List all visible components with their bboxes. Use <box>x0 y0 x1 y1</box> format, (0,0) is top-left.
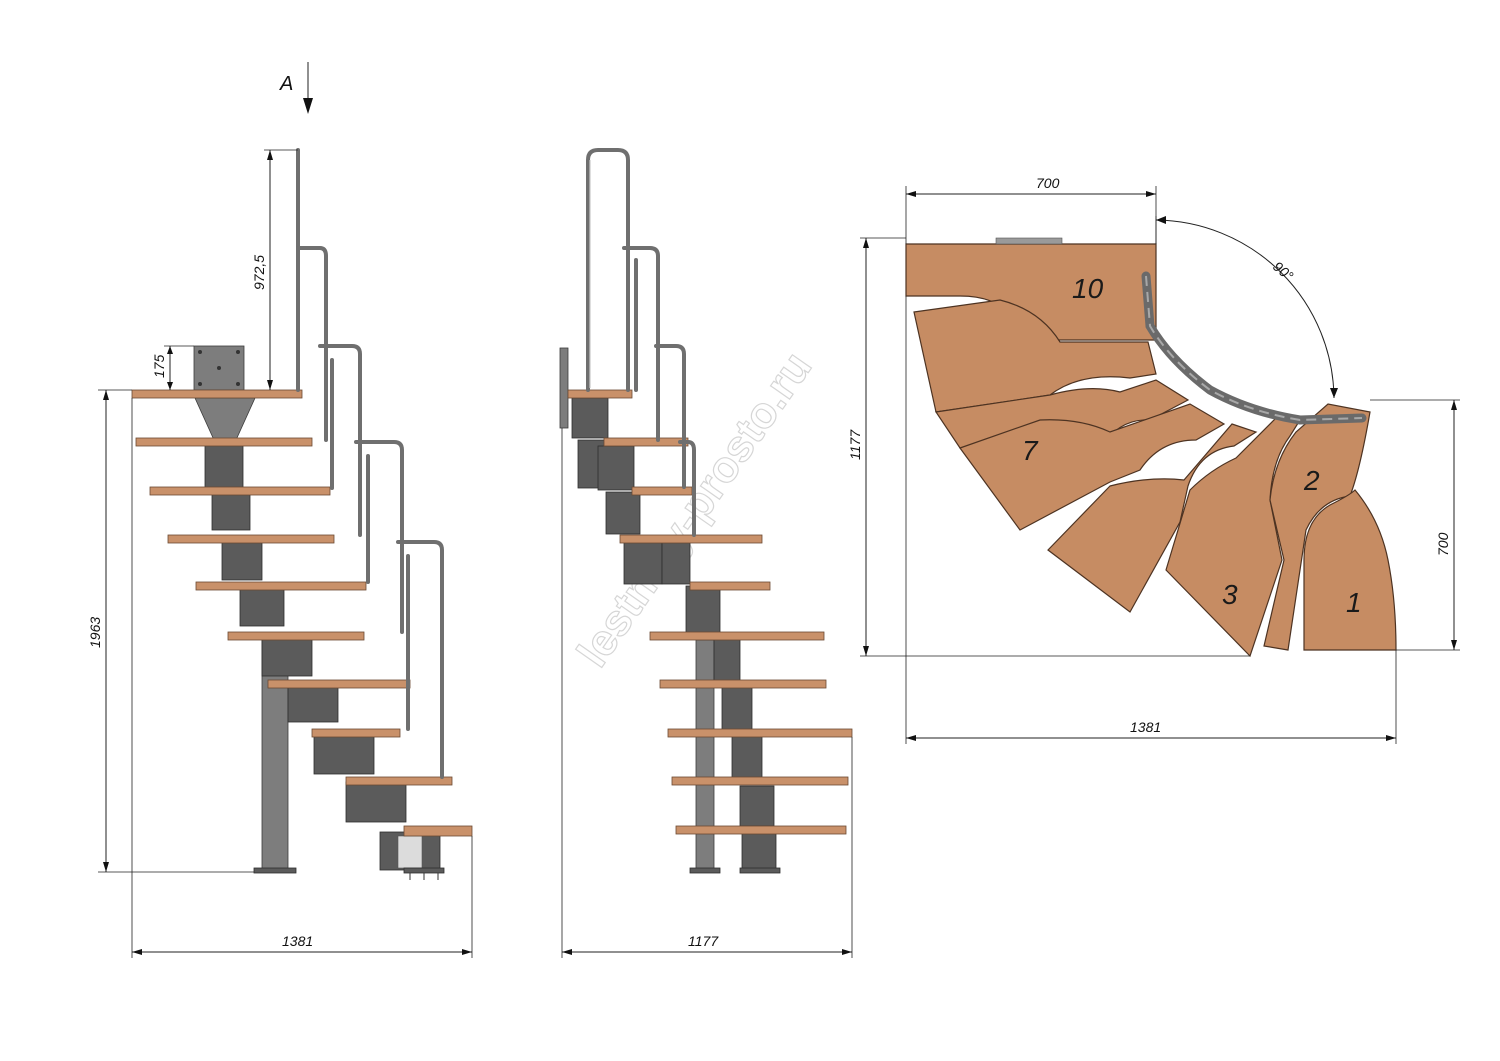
plan-step-1 <box>1303 489 1397 651</box>
front-stringer-modules <box>571 397 777 871</box>
stringer-modules <box>204 439 441 871</box>
view-marker-letter: A <box>279 73 293 95</box>
top-bracket <box>194 397 256 441</box>
front-view: 1177 <box>559 148 853 958</box>
side-treads <box>131 389 473 837</box>
plan-label-2: 2 <box>1303 465 1320 496</box>
wall-plate <box>193 345 245 391</box>
plan-view: 10 7 3 2 1 700 1381 1177 <box>847 175 1460 744</box>
front-railing <box>586 148 696 537</box>
view-marker: A <box>279 62 313 114</box>
side-dimensions: 1963 1381 972,5 175 <box>87 149 473 958</box>
side-railing <box>296 148 444 779</box>
side-view: A <box>87 62 473 958</box>
plan-total-width-label: 1381 <box>1130 719 1161 735</box>
side-height-label: 1963 <box>87 617 103 648</box>
plan-top-width-label: 700 <box>1036 175 1060 191</box>
plan-label-10: 10 <box>1072 273 1104 304</box>
plan-label-1: 1 <box>1346 587 1362 618</box>
support-post <box>261 639 289 873</box>
plan-label-7: 7 <box>1022 435 1039 466</box>
front-treads <box>567 389 853 835</box>
plan-angle-label: 90° <box>1270 258 1297 284</box>
front-dimensions: 1177 <box>561 428 853 958</box>
plan-depth-label: 1177 <box>847 429 863 460</box>
plan-step-2 <box>1263 403 1371 651</box>
plan-label-3: 3 <box>1222 579 1238 610</box>
front-width-label: 1177 <box>688 933 719 949</box>
plan-step-7 <box>959 403 1226 531</box>
side-platform-step-label: 175 <box>151 354 167 378</box>
plan-right-depth-label: 700 <box>1435 532 1451 556</box>
side-width-label: 1381 <box>282 933 313 949</box>
base-feet <box>253 867 445 880</box>
front-support-post <box>695 639 715 873</box>
side-railing-height-label: 972,5 <box>251 255 267 290</box>
